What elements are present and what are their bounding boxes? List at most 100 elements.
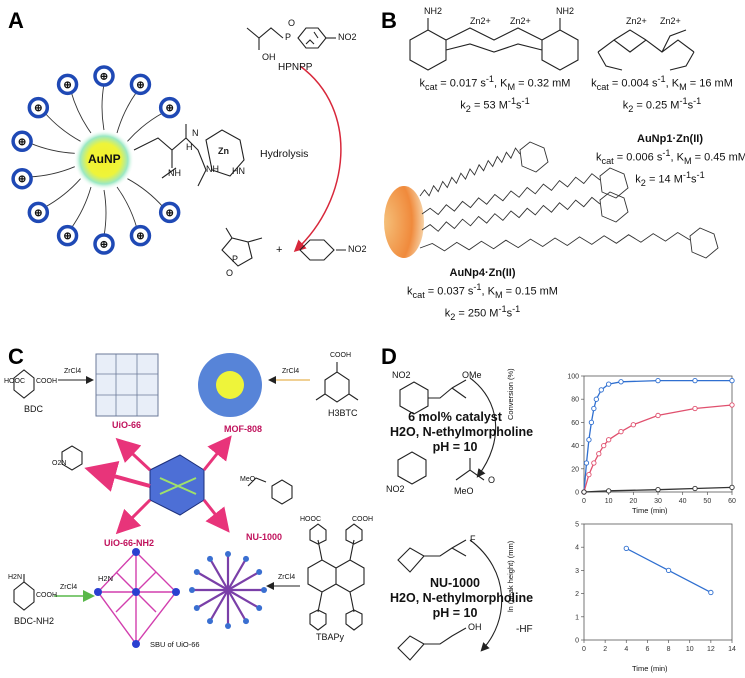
panel-letter-b: B <box>381 8 397 33</box>
tacn-nh-1: NH <box>206 164 219 174</box>
spoke-chain <box>44 112 81 142</box>
data-point <box>665 567 672 574</box>
charged-headgroup-ring <box>56 224 79 247</box>
nu1000-network <box>189 551 267 629</box>
c-phenolate <box>61 445 83 471</box>
nu1000-linker <box>227 589 260 609</box>
x-tick-label: 12 <box>707 646 715 653</box>
cat2-zn-right: Zn2+ <box>660 16 681 26</box>
catalyst-1-structure <box>409 18 579 71</box>
x-tick-label: 60 <box>728 498 736 505</box>
y-tick-label: 0 <box>575 490 579 497</box>
tacn-zn-headgroup <box>519 141 549 173</box>
data-point <box>655 487 661 493</box>
gold-surface <box>384 186 424 258</box>
soman-product <box>397 627 467 661</box>
d-no2-top: NO2 <box>392 370 411 380</box>
bdc-label: BDC <box>24 404 44 414</box>
data-point <box>586 471 592 478</box>
plus-charge-icon: ⊕ <box>34 103 42 114</box>
x-tick-label: 4 <box>624 646 628 653</box>
x-tick-label: 50 <box>703 498 711 505</box>
y-tick-label: 3 <box>575 568 579 575</box>
y-tick-label: 80 <box>571 397 579 404</box>
zrcl4-label-4: ZrCl4 <box>278 574 296 581</box>
y-tick-label: 100 <box>567 374 579 381</box>
data-point <box>588 419 595 426</box>
zrcl4-label-2: ZrCl4 <box>282 368 300 375</box>
octa-h2n-label: H2N <box>98 574 114 583</box>
nu1000-node <box>193 569 200 575</box>
series-line-0 <box>583 379 732 493</box>
nanoparticle-ligand-spokes: ⊕⊕⊕⊕⊕⊕⊕⊕⊕⊕⊕⊕ <box>11 65 181 255</box>
zrcl4-label-3: ZrCl4 <box>60 584 78 591</box>
charged-headgroup-ring <box>93 233 115 255</box>
conditions-1: 6 mol% catalyst H2O, N-ethylmorpholine p… <box>390 410 534 454</box>
x-tick-label: 10 <box>605 498 613 505</box>
cat1-zn-right: Zn2+ <box>510 16 531 26</box>
tbapy-structure <box>307 523 365 631</box>
thiol-chain <box>421 196 601 232</box>
plus-charge-icon: ⊕ <box>18 137 26 148</box>
data-point <box>729 377 735 384</box>
charged-headgroup-ring <box>158 201 181 224</box>
arrow-to-substrate <box>84 460 151 492</box>
dmnp-structure <box>399 379 467 415</box>
hpnpp-o: O <box>288 18 296 28</box>
charged-headgroup-ring <box>93 65 115 87</box>
nu1000-linker <box>227 558 247 591</box>
spoke-chain <box>103 189 107 237</box>
x-tick-label: 8 <box>667 646 671 653</box>
bdc-cooh: COOH <box>36 378 57 385</box>
tbapy-label: TBAPy <box>316 632 345 642</box>
charged-headgroup-ring <box>27 96 50 119</box>
amide-h: H <box>186 142 193 152</box>
d-f: F <box>470 534 476 544</box>
data-point <box>692 377 698 384</box>
spoke-chain <box>44 178 81 208</box>
tacn-zn-headgroup <box>599 167 629 199</box>
tacn-nh-2: HN <box>232 166 245 176</box>
nu1000-node <box>225 623 231 629</box>
dmp-product <box>455 458 485 481</box>
plus-charge-icon: ⊕ <box>63 80 71 91</box>
plus-charge-icon: ⊕ <box>63 231 71 242</box>
panel-a-graphic: ⊕⊕⊕⊕⊕⊕⊕⊕⊕⊕⊕⊕ <box>11 27 346 267</box>
np4-name: AuNp4·Zn(II) <box>449 267 516 279</box>
panel-letter-d: D <box>381 344 397 369</box>
np4-kinetics: AuNp4·Zn(II) kcat = 0.037 s-1, KM = 0.15… <box>407 267 558 322</box>
cat1-zn-left: Zn2+ <box>470 16 491 26</box>
charged-headgroup-ring <box>56 73 79 96</box>
d-meo: MeO <box>454 486 474 496</box>
nu1000-node <box>256 569 263 575</box>
data-point <box>623 545 629 552</box>
nitrophenolate <box>299 239 346 261</box>
spoke-chain <box>29 142 75 154</box>
x-tick-label: 20 <box>629 498 637 505</box>
data-point <box>586 437 592 443</box>
thiol-chain <box>421 173 601 216</box>
nitrophenolate-d <box>397 451 427 485</box>
nu1000-linker <box>209 558 229 591</box>
panel-letter-a: A <box>8 8 24 33</box>
mof808-cage <box>198 353 262 417</box>
data-point <box>601 442 607 449</box>
cat2-zn-left: Zn2+ <box>626 16 647 26</box>
bdcnh2-label: BDC-NH2 <box>14 616 55 626</box>
prod-o: O <box>226 268 234 278</box>
x-tick-label: 0 <box>582 498 586 505</box>
charged-headgroup-ring <box>27 201 50 224</box>
minus-hf: -HF <box>516 624 533 635</box>
x-tick-label: 6 <box>645 646 649 653</box>
catalyst-2-structure <box>597 29 695 71</box>
nu1000-label: NU-1000 <box>246 532 283 542</box>
nu1000-node <box>193 605 200 611</box>
data-point <box>598 387 604 393</box>
spoke-chain <box>127 112 164 142</box>
plus-charge-icon: ⊕ <box>100 240 108 251</box>
spoke-chain <box>116 91 138 134</box>
